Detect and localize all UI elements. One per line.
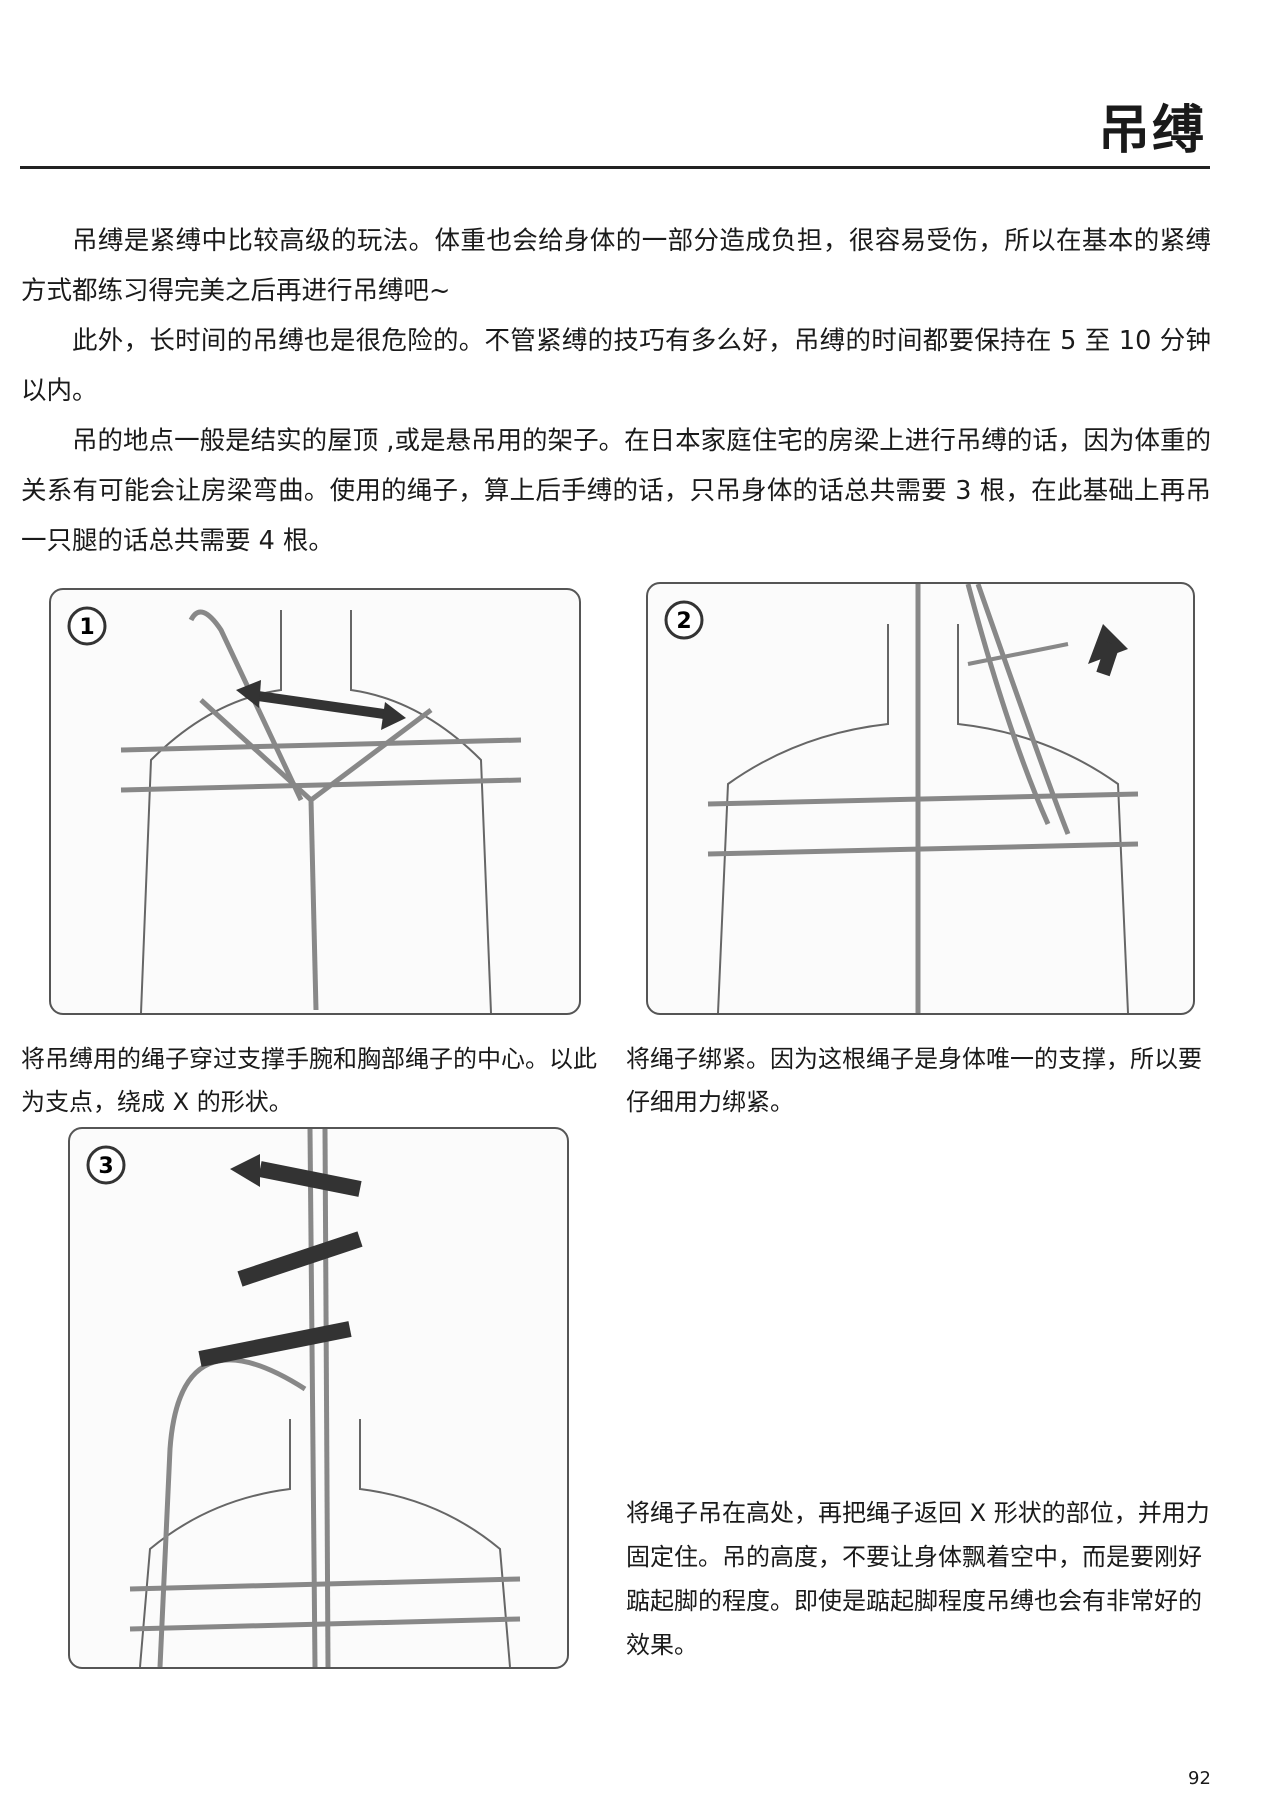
intro-text: 吊缚是紧缚中比较高级的玩法。体重也会给身体的一部分造成负担，很容易受伤，所以在基… — [21, 216, 1211, 566]
step-1-illustration: 1 — [49, 588, 581, 1015]
page-number: 92 — [1188, 1768, 1211, 1789]
page-title: 吊缚 — [1097, 101, 1206, 161]
step-2-illustration: 2 — [646, 582, 1195, 1015]
title-divider — [20, 166, 1210, 169]
step-3-illustration: 3 — [68, 1127, 569, 1669]
step-2-caption: 将绳子绑紧。因为这根绳子是身体唯一的支撑，所以要仔细用力绑紧。 — [626, 1045, 1202, 1116]
paragraph: 吊的地点一般是结实的屋顶 ,或是悬吊用的架子。在日本家庭住宅的房梁上进行吊缚的话… — [21, 426, 1211, 556]
step-number: 3 — [98, 1154, 113, 1179]
step-3-caption: 将绳子吊在高处，再把绳子返回 X 形状的部位，并用力固定住。吊的高度，不要让身体… — [626, 1499, 1210, 1659]
paragraph: 此外，长时间的吊缚也是很危险的。不管紧缚的技巧有多么好，吊缚的时间都要保持在 5… — [21, 326, 1211, 406]
step-number: 2 — [676, 609, 691, 634]
step-number: 1 — [79, 615, 94, 640]
paragraph: 吊缚是紧缚中比较高级的玩法。体重也会给身体的一部分造成负担，很容易受伤，所以在基… — [21, 226, 1211, 306]
step-1-caption: 将吊缚用的绳子穿过支撑手腕和胸部绳子的中心。以此为支点，绕成 X 的形状。 — [21, 1045, 597, 1116]
